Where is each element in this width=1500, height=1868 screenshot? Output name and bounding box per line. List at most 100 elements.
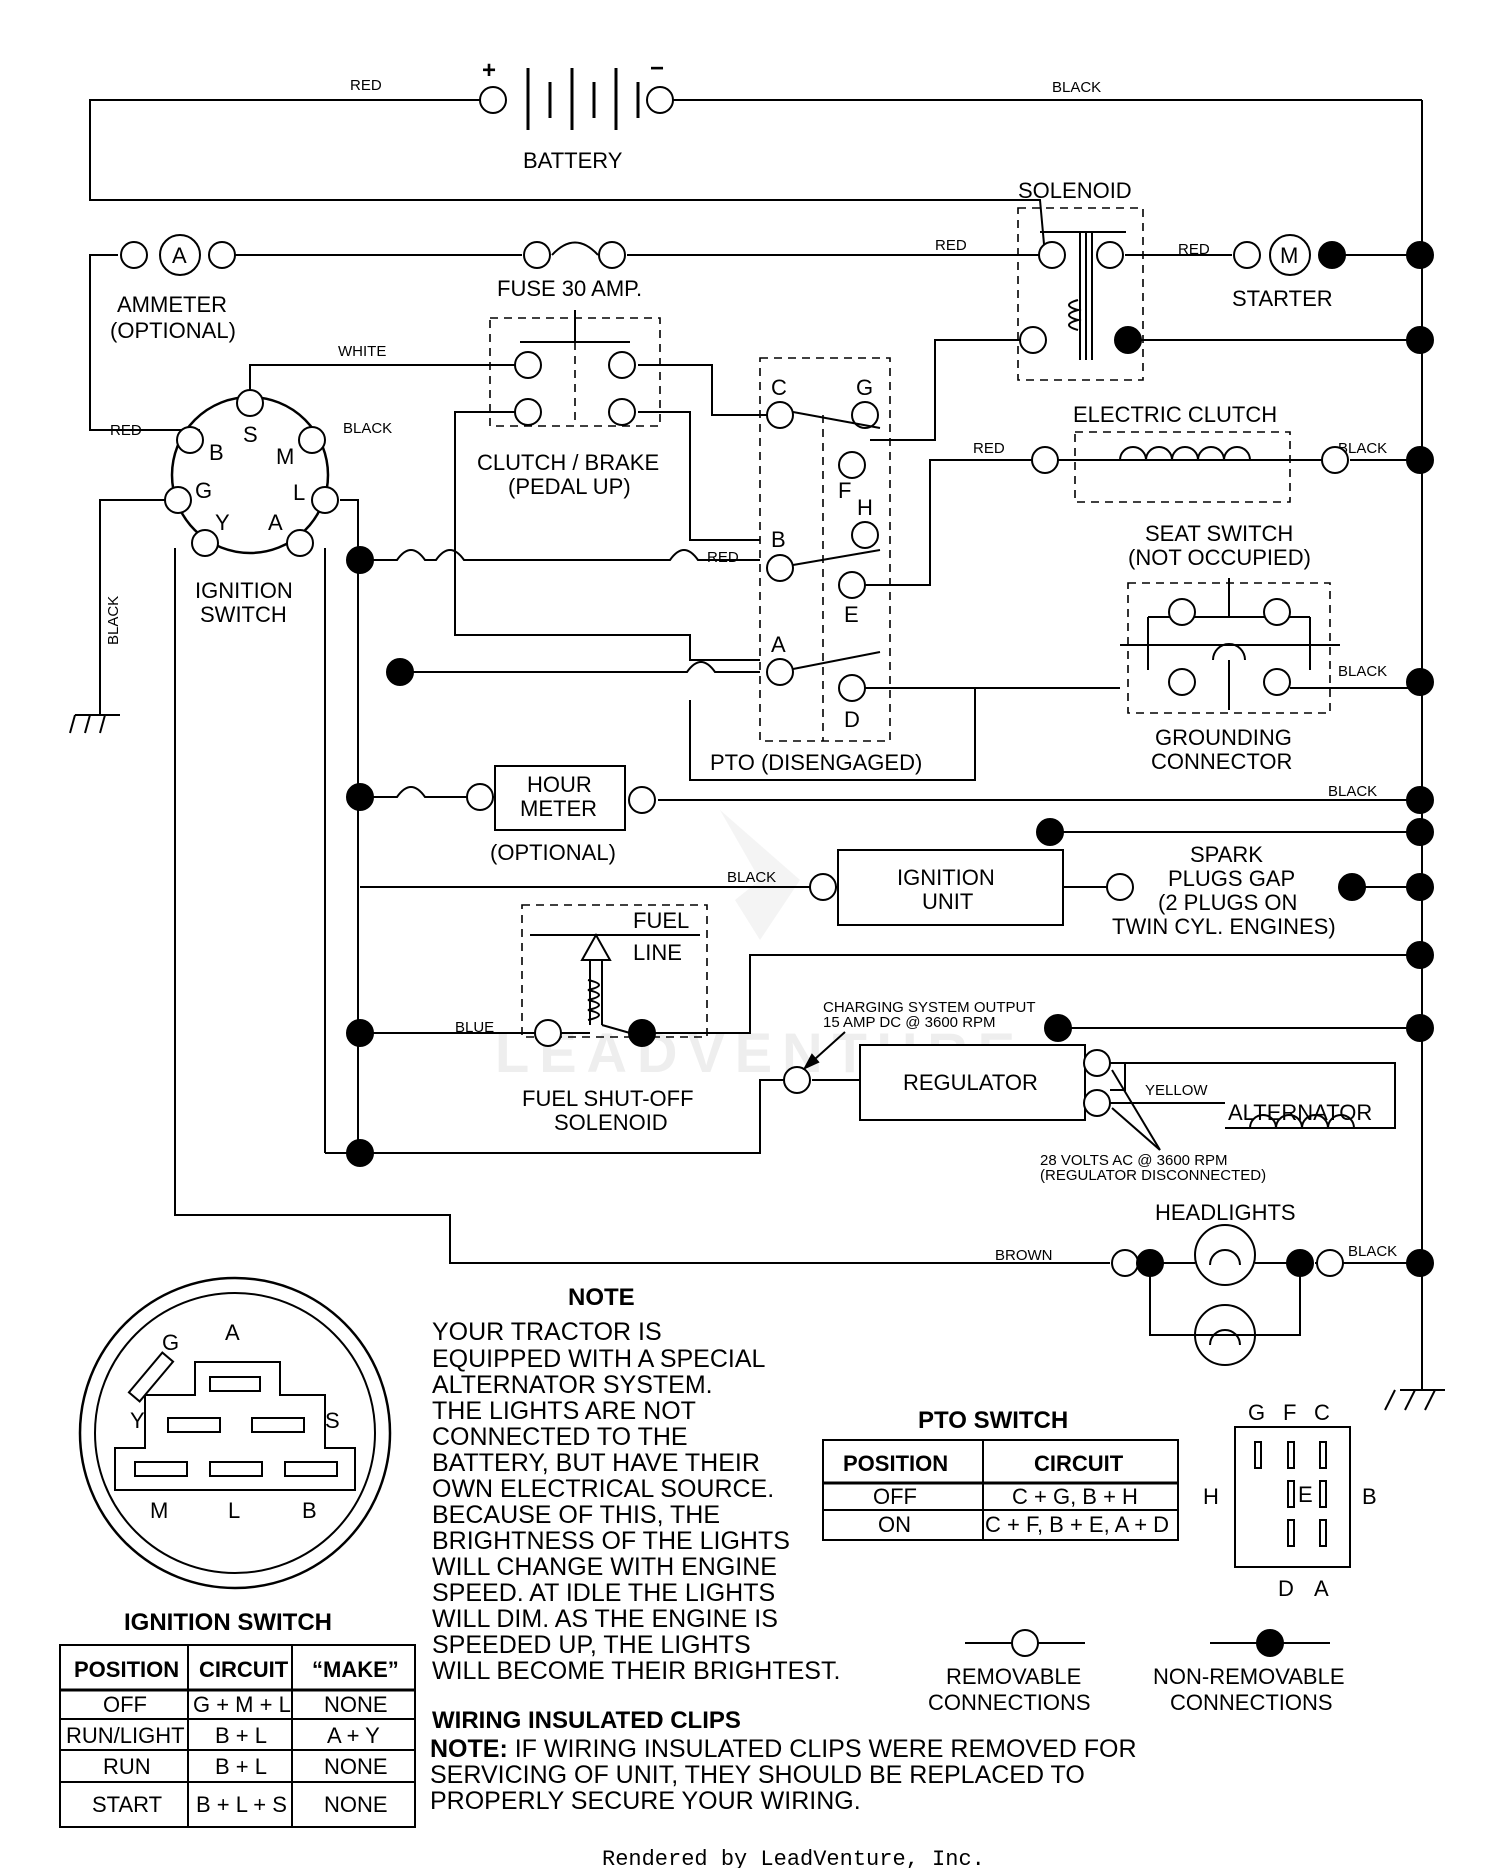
ign-table-cell: B + L (215, 1723, 267, 1748)
note-line: EQUIPPED WITH A SPECIAL (432, 1345, 766, 1373)
fuel-line-label: FUEL (633, 908, 689, 933)
ign-terminal-y: Y (215, 510, 230, 535)
pto-disengaged-label: PTO (DISENGAGED) (710, 750, 922, 775)
pto-switch-face: G F C H E B D A (1203, 1400, 1377, 1601)
clips-line-1: NOTE: IF WIRING INSULATED CLIPS WERE REM… (430, 1735, 1137, 1763)
lighting-note: NOTE YOUR TRACTOR IS EQUIPPED WITH A SPE… (432, 1284, 840, 1685)
hour-meter: HOUR METER (OPTIONAL) (466, 765, 656, 865)
battery-minus: − (650, 55, 664, 82)
pto-terminal-a: A (771, 632, 786, 657)
ign-terminal-m: M (276, 444, 294, 469)
clips-note-bold: NOTE: (430, 1735, 508, 1763)
wire-label-red: RED (935, 237, 967, 254)
ign-table-cell: B + L (215, 1754, 267, 1779)
ignition-switch-label-2: SWITCH (200, 602, 287, 627)
ignition-unit-label: IGNITION (897, 865, 995, 890)
legend-nonremovable: NON-REMOVABLE (1153, 1664, 1345, 1689)
ign-terminal-l: L (293, 480, 305, 505)
pto-terminal-b: B (771, 527, 786, 552)
seat-switch: SEAT SWITCH (NOT OCCUPIED) GROUNDING CON… (1120, 521, 1340, 774)
wire-label-yellow: YELLOW (1145, 1082, 1208, 1099)
wire-label-black: BLACK (1052, 79, 1101, 96)
regulator: REGULATOR CHARGING SYSTEM OUTPUT 15 AMP … (783, 999, 1266, 1184)
pto-terminal-f: F (838, 478, 851, 503)
wire-labels: RED BLACK RED RED WHITE RED BLACK RED BL… (105, 77, 1397, 1264)
note-line: SPEED. AT IDLE THE LIGHTS (432, 1579, 775, 1607)
note-line: THE LIGHTS ARE NOT (432, 1397, 696, 1425)
fuel-solenoid-label-2: SOLENOID (554, 1110, 668, 1135)
pto-table-header: POSITION (843, 1451, 948, 1476)
pto-face-b: B (1362, 1484, 1377, 1509)
legend-nonremovable-symbol (1256, 1629, 1284, 1657)
wires (69, 99, 1445, 1411)
left-bus-dots (346, 546, 414, 1167)
face-terminal-l: L (228, 1498, 240, 1523)
note-line: YOUR TRACTOR IS (432, 1318, 662, 1346)
ign-terminal-b: B (209, 440, 224, 465)
starter-label: STARTER (1232, 286, 1333, 311)
ground-bus-dots (1406, 241, 1434, 1277)
seat-switch-label: SEAT SWITCH (1145, 521, 1293, 546)
ignition-unit: IGNITION UNIT SPARK PLUGS GAP (2 PLUGS O… (809, 818, 1366, 939)
seat-switch-state: (NOT OCCUPIED) (1128, 545, 1311, 570)
fuel-shutoff-solenoid: FUEL LINE FUEL SHUT-OFF SOLENOID (521, 904, 708, 1135)
note-line: BRIGHTNESS OF THE LIGHTS (432, 1527, 790, 1555)
ign-table-cell: NONE (324, 1754, 388, 1779)
pto-face-h: H (1203, 1484, 1219, 1509)
note-line: WILL CHANGE WITH ENGINE (432, 1553, 777, 1581)
clips-text: IF WIRING INSULATED CLIPS WERE REMOVED F… (508, 1735, 1137, 1763)
ign-table-cell: RUN (103, 1754, 151, 1779)
ignition-switch-label: IGNITION (195, 578, 293, 603)
ignition-table-title: IGNITION SWITCH (124, 1609, 332, 1636)
ign-terminal-g: G (195, 478, 212, 503)
pto-terminal-g: G (856, 375, 873, 400)
clips-line-3: PROPERLY SECURE YOUR WIRING. (430, 1787, 861, 1815)
face-terminal-s: S (325, 1408, 340, 1433)
hour-meter-optional: (OPTIONAL) (490, 840, 616, 865)
wire-label-black: BLACK (343, 420, 392, 437)
starter-symbol: M (1280, 243, 1298, 268)
pto-face-f: F (1283, 1400, 1296, 1425)
ign-table-header: CIRCUIT (199, 1657, 289, 1682)
ign-terminal-s: S (243, 422, 258, 447)
face-terminal-g: G (162, 1330, 179, 1355)
ign-table-header: POSITION (74, 1657, 179, 1682)
pto-table-title: PTO SWITCH (918, 1407, 1068, 1434)
electric-clutch: ELECTRIC CLUTCH (1031, 402, 1349, 503)
ign-terminal-a: A (268, 510, 283, 535)
note-line: WILL DIM. AS THE ENGINE IS (432, 1605, 778, 1633)
legend-nonremovable-2: CONNECTIONS (1170, 1690, 1333, 1715)
wire-label-white: WHITE (338, 343, 386, 360)
note-line: BATTERY, BUT HAVE THEIR (432, 1449, 760, 1477)
face-terminal-b: B (302, 1498, 317, 1523)
face-terminal-m: M (150, 1498, 168, 1523)
headlights-label: HEADLIGHTS (1155, 1200, 1296, 1225)
note-line: SPEEDED UP, THE LIGHTS (432, 1631, 751, 1659)
wire-label-black: BLACK (727, 869, 776, 886)
wire-label-red: RED (973, 440, 1005, 457)
wire-label-red: RED (707, 549, 739, 566)
wire-label-red: RED (1178, 241, 1210, 258)
solenoid-label: SOLENOID (1018, 178, 1132, 203)
ign-table-cell: G + M + L (193, 1692, 291, 1717)
battery: + − BATTERY (479, 55, 674, 173)
spark-plugs-label-3: (2 PLUGS ON (1158, 890, 1297, 915)
wire-label-black: BLACK (1328, 783, 1377, 800)
clips-line-2: SERVICING OF UNIT, THEY SHOULD BE REPLAC… (430, 1761, 1085, 1789)
footer-credit: Rendered by LeadVenture, Inc. (602, 1847, 985, 1868)
electric-clutch-label: ELECTRIC CLUTCH (1073, 402, 1277, 427)
legend-removable-2: CONNECTIONS (928, 1690, 1091, 1715)
wire-label-black: BLACK (1338, 440, 1387, 457)
face-terminal-a: A (225, 1320, 240, 1345)
wire-label-black: BLACK (1348, 1243, 1397, 1260)
ign-table-cell: RUN/LIGHT (66, 1723, 185, 1748)
pto-table-cell: OFF (873, 1484, 917, 1509)
alternator: ALTERNATOR (1225, 1100, 1395, 1129)
regulator-label: REGULATOR (903, 1070, 1038, 1095)
fuse-label: FUSE 30 AMP. (497, 276, 642, 301)
pto-switch-table: PTO SWITCH POSITION CIRCUIT OFF C + G, B… (822, 1407, 1179, 1541)
grounding-connector-label-2: CONNECTOR (1151, 749, 1292, 774)
ignition-switch: S B M G L Y A IGNITION SWITCH (164, 389, 339, 627)
clutch-brake-label: CLUTCH / BRAKE (477, 450, 659, 475)
